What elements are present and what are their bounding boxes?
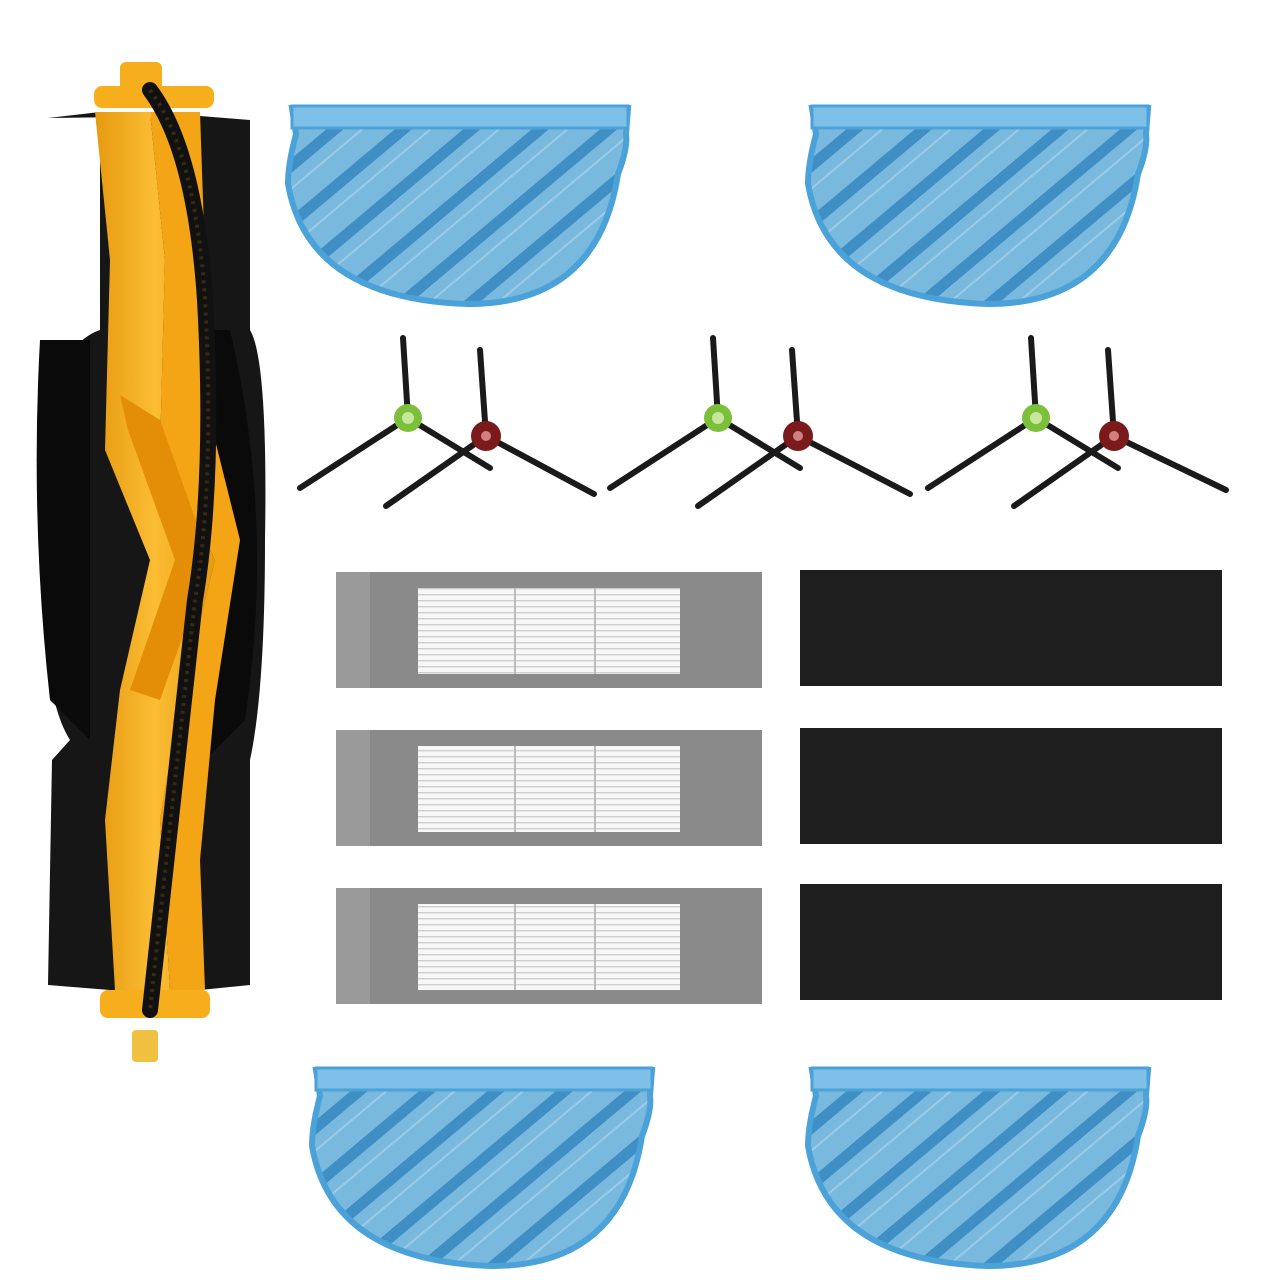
side-brush-red [695, 347, 913, 509]
sponge-filter-2 [800, 728, 1222, 844]
side-brush-pair-3 [925, 335, 1229, 509]
side-brush-green [297, 335, 493, 491]
side-brush-pair-1 [297, 335, 597, 509]
main-roller-brush [36, 62, 266, 1062]
mop-pad-top-left [284, 104, 632, 308]
hepa-filter-2 [336, 730, 762, 846]
sponge-filter-3 [800, 884, 1222, 1000]
sponge-filter-1 [800, 570, 1222, 686]
brush-bristles [36, 340, 90, 740]
hepa-filter-1 [336, 572, 762, 688]
mop-pad-bottom-right [804, 1066, 1152, 1270]
brush-end-cap-bottom [132, 1030, 158, 1062]
side-brush-pair-2 [607, 335, 913, 509]
side-brush-green [607, 335, 803, 491]
hepa-filter-3 [336, 888, 762, 1004]
side-brush-green [925, 335, 1121, 491]
mop-pad-bottom-left [308, 1066, 656, 1270]
mop-pad-top-right [804, 104, 1152, 308]
brush-frame [95, 112, 215, 990]
side-brush-red [1011, 347, 1229, 509]
side-brush-red [383, 347, 597, 509]
